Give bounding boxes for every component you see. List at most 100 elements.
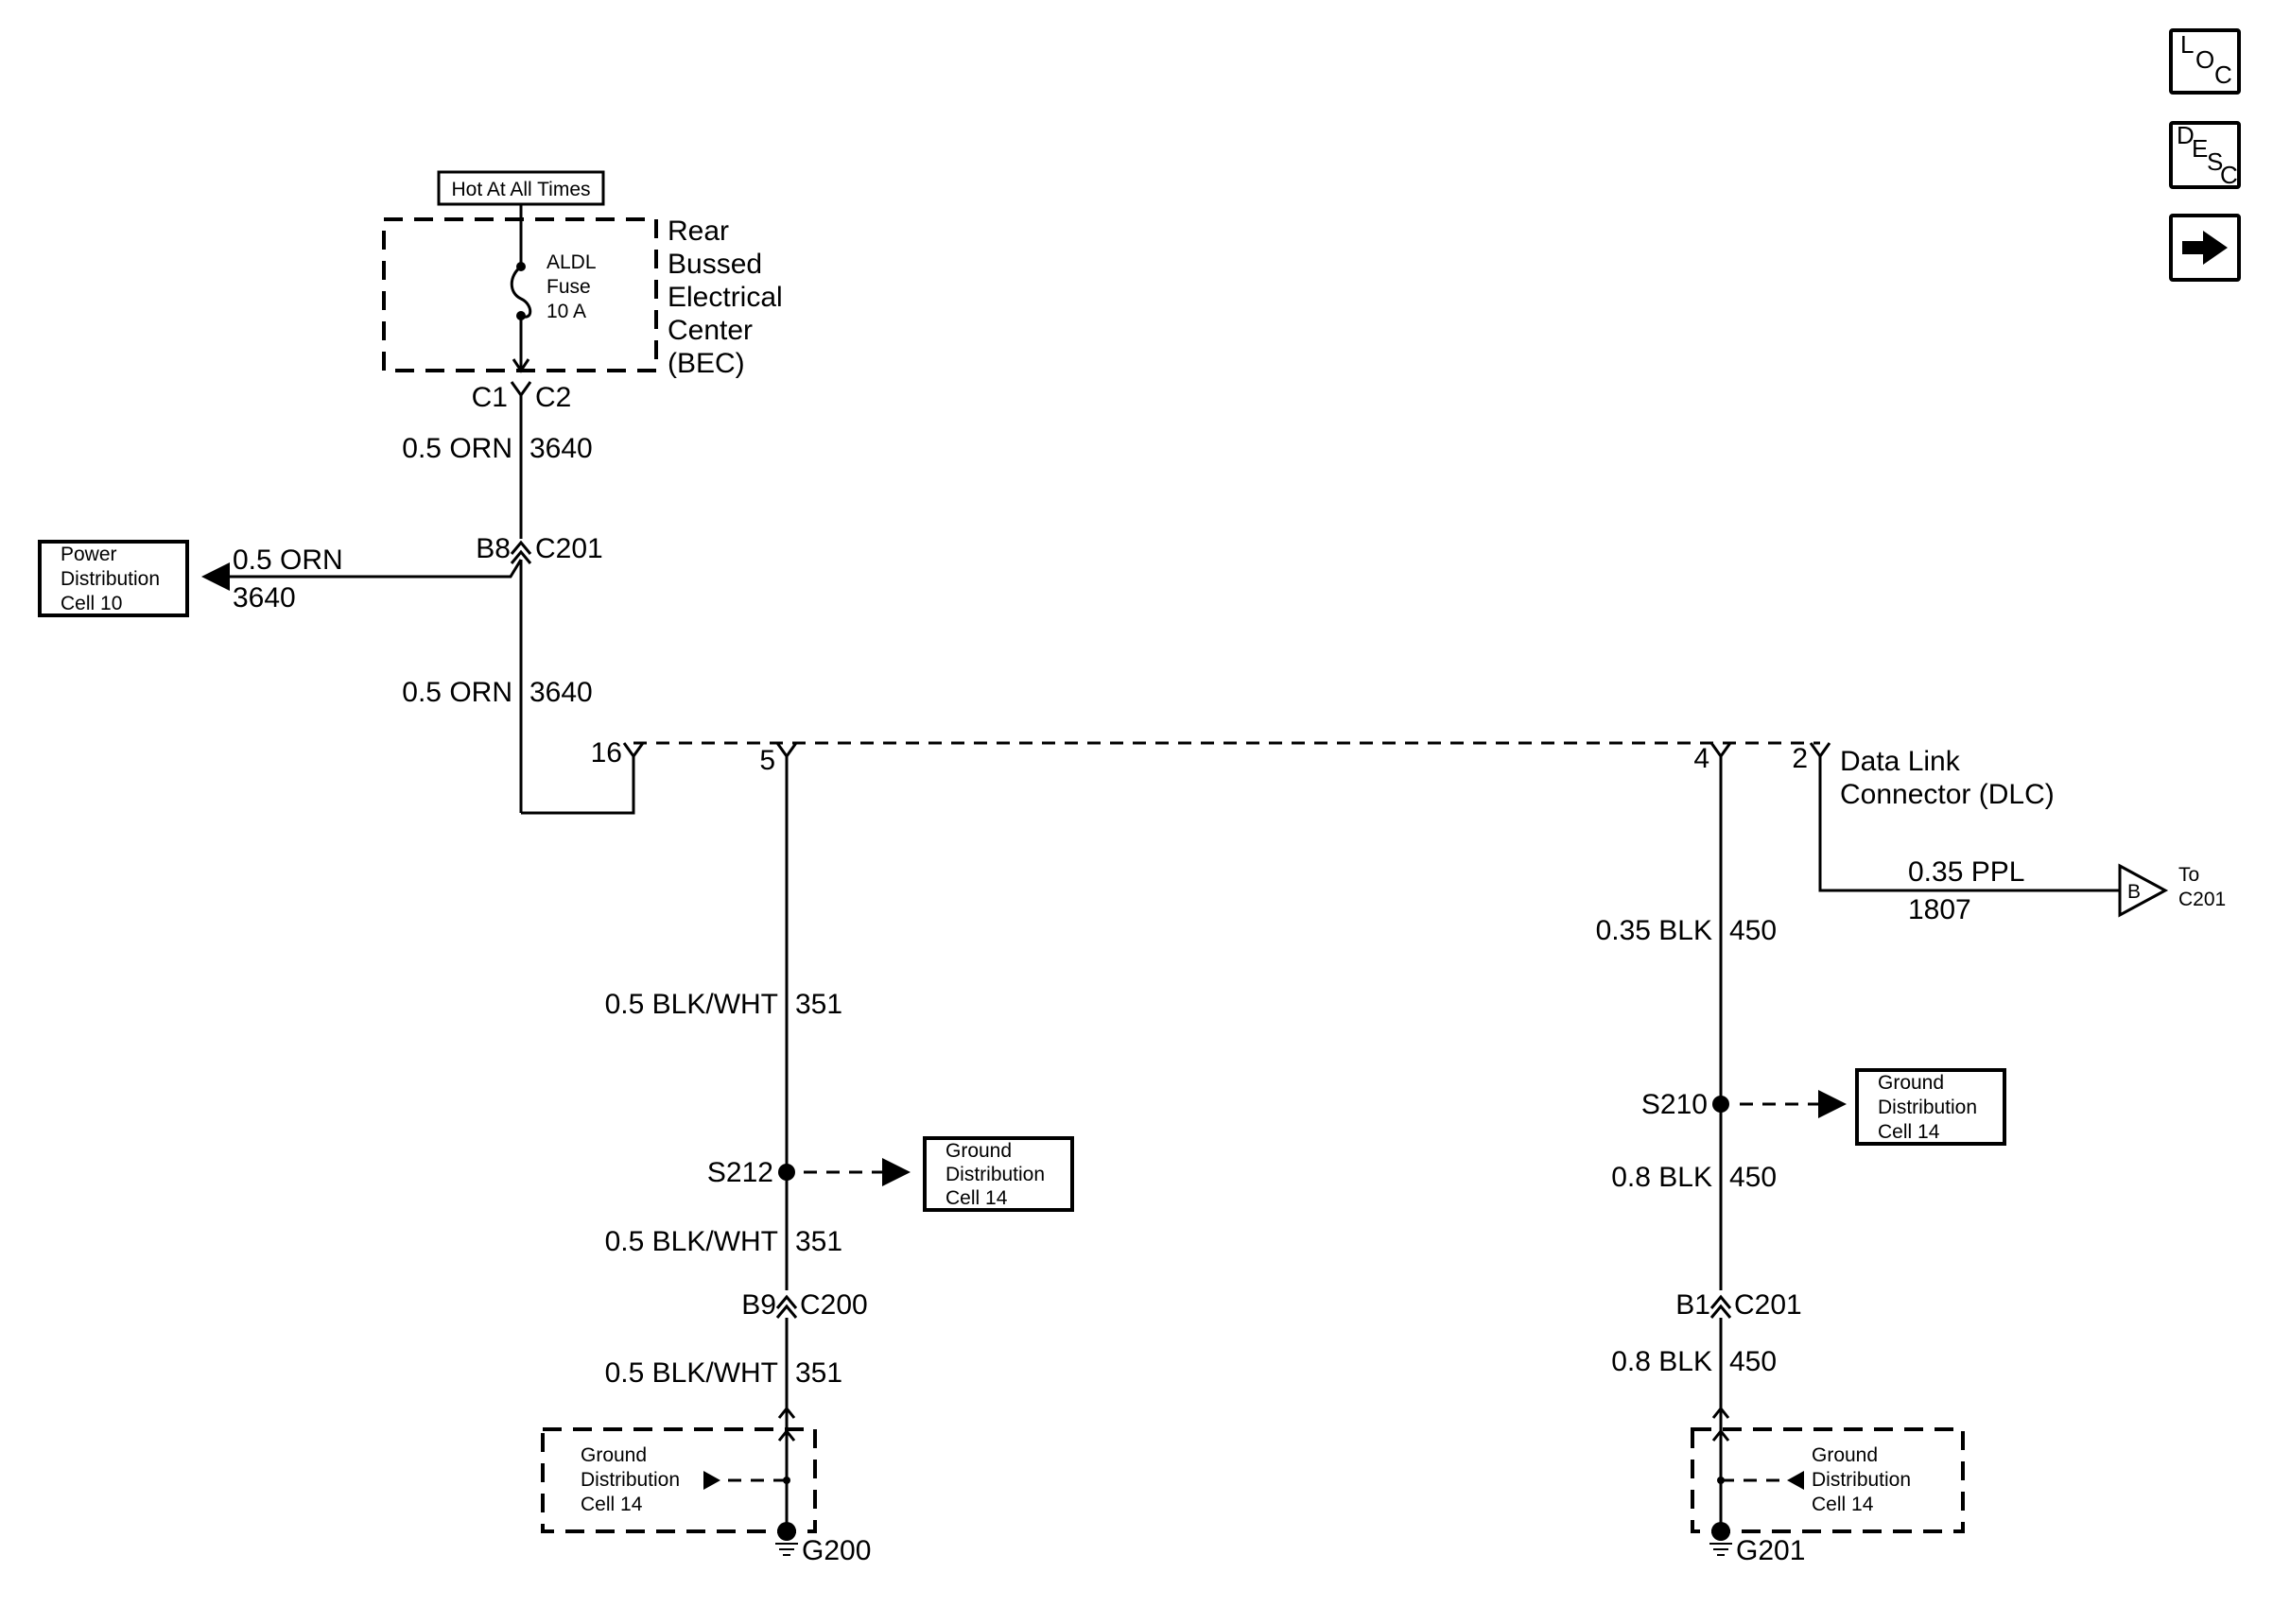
hot-label-text: Hot At All Times [451,179,590,200]
splice-s212 [778,1164,795,1181]
splice-s210-label: S210 [1641,1089,1708,1120]
fuse-word: Fuse [547,276,591,298]
svg-text:Distribution: Distribution [1812,1469,1911,1491]
arrow-right-icon [2182,231,2228,265]
left-wire3-gauge: 0.5 BLK/WHT [605,1357,778,1389]
svg-text:Ground: Ground [1812,1444,1878,1466]
c201-pin-b1: B1 [1675,1289,1710,1321]
dlc-name-line2: Connector (DLC) [1840,779,2055,810]
svg-text:Electrical: Electrical [668,282,783,313]
svg-text:Cell 10: Cell 10 [61,593,122,614]
wire-mid-circuit: 3640 [529,677,593,708]
svg-text:Cell 14: Cell 14 [1812,1494,1874,1515]
hot-at-all-times-label: Hot At All Times [437,170,605,206]
right-wire3-circuit: 450 [1729,1346,1777,1377]
left-wire3-circuit: 351 [795,1357,842,1389]
loc-button[interactable]: L O C [2169,28,2241,95]
dlc-pin-2-label: 2 [1792,743,1808,774]
next-button[interactable] [2169,214,2241,282]
dlc-pin-5-label: 5 [759,745,775,776]
svg-text:Ground: Ground [1878,1072,1944,1094]
desc-letter-c: C [2220,161,2238,189]
svg-text:Cell 14: Cell 14 [946,1187,1008,1209]
fuse-name: ALDL [547,251,597,273]
splice-s210 [1712,1096,1729,1113]
to-ref-letter: B [2127,881,2141,903]
s210-ground-ref-box[interactable]: Ground Distribution Cell 14 [1855,1068,2006,1146]
right-wire3-gauge: 0.8 BLK [1611,1346,1712,1377]
c201-conn-name: C201 [535,533,603,564]
wire-top-gauge: 0.5 ORN [402,433,512,464]
wire-ppl [1818,756,2120,892]
loc-letter-o: O [2195,45,2214,74]
c200-b9-connector [775,1294,798,1309]
conn-c1: C1 [472,382,508,413]
c201-b1-conn-name: C201 [1734,1289,1802,1321]
ground-symbol-icon [775,1543,798,1556]
left-wire2-gauge: 0.5 BLK/WHT [605,1226,778,1257]
wire-to-power-distribution [201,559,523,591]
svg-text:Distribution: Distribution [946,1164,1045,1185]
left-wire1-gauge: 0.5 BLK/WHT [605,989,778,1020]
ppl-wire-gauge: 0.35 PPL [1908,856,2024,888]
dlc-pin-16-label: 16 [591,737,622,769]
dlc-pin-4 [1709,742,1732,759]
desc-letter-d: D [2177,121,2195,149]
left-wire2-circuit: 351 [795,1226,842,1257]
ground-g200 [777,1522,796,1541]
power-distribution-ref-box[interactable]: Power Distribution Cell 10 [38,540,189,617]
dlc-pin-16 [622,742,645,759]
svg-text:Distribution: Distribution [61,568,160,590]
bec-title: Rear Bussed Electrical Center (BEC) [668,216,783,379]
right-wire1-gauge: 0.35 BLK [1596,915,1712,946]
power-wire-circuit: 3640 [233,582,296,613]
ground-ref-arrow-right [1787,1471,1804,1490]
ground-g201-label: G201 [1736,1535,1805,1566]
dlc-pin-5 [775,742,798,759]
desc-letter-e: E [2192,134,2208,163]
fuse-symbol [510,265,532,319]
c201-b8-connector [510,540,532,555]
svg-text:Power: Power [61,544,117,565]
svg-text:Center: Center [668,315,753,346]
to-ref-target: C201 [2178,889,2226,910]
s212-ground-ref-box[interactable]: Ground Distribution Cell 14 [923,1136,1074,1212]
svg-text:Ground: Ground [946,1140,1012,1162]
svg-text:(BEC): (BEC) [668,348,745,379]
loc-letter-c: C [2214,60,2232,89]
desc-button[interactable]: D E S C [2169,121,2241,189]
dlc-pin-2 [1809,742,1831,759]
loc-letter-l: L [2180,30,2194,59]
c200-conn-name: C200 [800,1289,868,1321]
desc-letter-s: S [2207,147,2223,176]
ground-g201 [1711,1522,1730,1541]
svg-text:Cell 14: Cell 14 [1878,1121,1940,1143]
ground-symbol-icon [1709,1543,1732,1556]
c201-pin-b8: B8 [476,533,511,564]
ground-g200-label: G200 [802,1535,871,1566]
right-wire2-gauge: 0.8 BLK [1611,1162,1712,1193]
svg-text:Distribution: Distribution [1878,1097,1977,1118]
to-c201-ref[interactable]: B To C201 [2118,863,2226,918]
svg-text:Ground: Ground [581,1444,647,1466]
fuse-rating: 10 A [547,301,586,322]
svg-text:Cell 14: Cell 14 [581,1494,643,1515]
svg-text:Distribution: Distribution [581,1469,680,1491]
svg-text:Bussed: Bussed [668,249,762,280]
g200-ground-box: Ground Distribution Cell 14 [541,1418,817,1533]
wire-mid-gauge: 0.5 ORN [402,677,512,708]
c200-pin-b9: B9 [741,1289,776,1321]
g201-ground-box: Ground Distribution Cell 14 [1691,1418,1965,1533]
right-wire2-circuit: 450 [1729,1162,1777,1193]
ppl-wire-circuit: 1807 [1908,894,1971,925]
dlc-pin-4-label: 4 [1693,743,1709,774]
left-wire1-circuit: 351 [795,989,842,1020]
c1-c2-connector [510,381,532,398]
conn-c2: C2 [535,382,571,413]
dlc-name-line1: Data Link [1840,746,1961,777]
ground-ref-arrow-left [703,1471,720,1490]
power-wire-gauge: 0.5 ORN [233,544,343,576]
wire-top-circuit: 3640 [529,433,593,464]
c201-b1-connector [1709,1294,1732,1309]
